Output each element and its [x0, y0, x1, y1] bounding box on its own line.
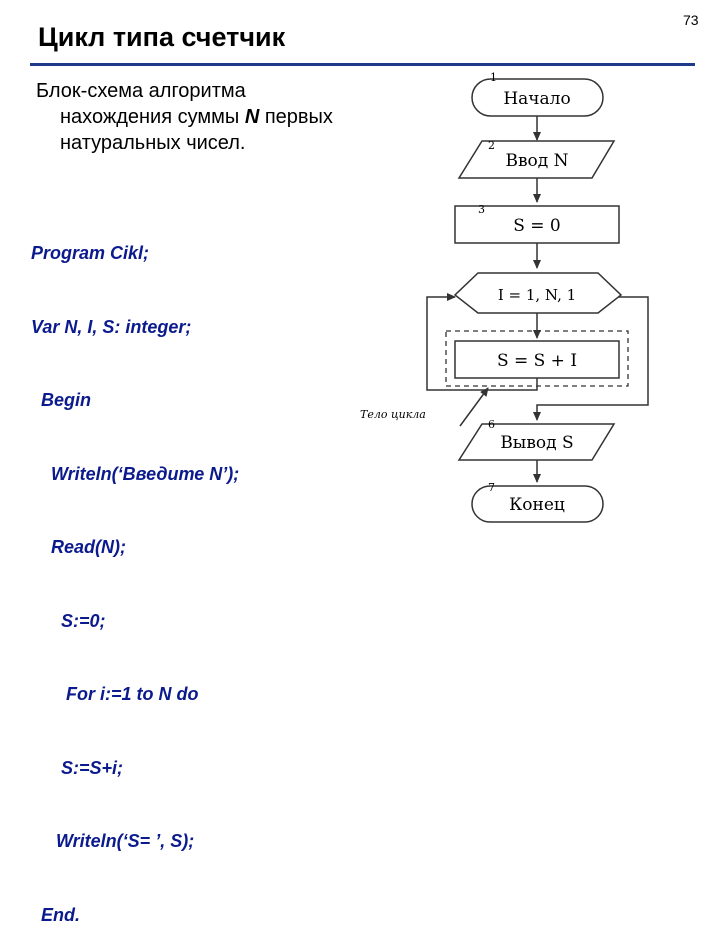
description-line-2: нахождения суммы N первых [60, 106, 333, 128]
block-number: 3 [478, 203, 485, 216]
slide-title: Цикл типа счетчик [38, 22, 286, 52]
init-sum-label: S = 0 [513, 216, 561, 236]
loop-body-label: Тело цикла [360, 408, 426, 421]
page-number: 73 [683, 12, 699, 28]
code-line: Begin [31, 390, 92, 410]
code-line: Var N, I, S: integer; [31, 316, 192, 337]
code-line: S:=S+i; [31, 757, 124, 778]
code-line: S:=0; [31, 610, 106, 631]
input-block [457, 140, 616, 179]
description-line-1: Блок-схема алгоритма [36, 80, 246, 102]
end-terminal [471, 485, 604, 523]
arrow-loop-exit-to-output [533, 296, 649, 421]
code-line: Writeln(‘Введите N’); [31, 463, 240, 484]
input-label: Ввод N [505, 151, 568, 171]
block-number: 7 [488, 481, 495, 494]
end-label: Конец [509, 495, 565, 515]
block-number: 2 [488, 139, 495, 152]
output-block [457, 423, 616, 461]
title-underline [30, 63, 695, 66]
accumulate-block [454, 340, 620, 379]
init-sum-block [454, 205, 620, 244]
loop-header-block [453, 272, 623, 314]
code-line: Writeln(‘S= ’, S); [31, 831, 195, 851]
block-number: 6 [488, 418, 495, 431]
loop-body-pointer [459, 387, 489, 427]
accumulate-label: S = S + I [497, 351, 577, 371]
description-line-3: натуральных чисел. [60, 132, 246, 154]
code-line: Program Cikl; [31, 243, 150, 263]
code-line: For i:=1 to N do [31, 684, 199, 704]
code-line: End. [31, 904, 80, 925]
start-label: Начало [503, 89, 570, 109]
start-terminal [471, 78, 604, 117]
loop-header-label: I = 1, N, 1 [498, 286, 576, 304]
output-label: Вывод S [500, 433, 573, 453]
loop-body-frame [445, 330, 629, 387]
flowchart: Начало 1 Ввод N 2 S = 0 3 I = 1, N, 1 S … [360, 71, 649, 523]
description-text: Блок-схема алгоритма нахождения суммы N … [36, 78, 416, 156]
block-number: 1 [490, 71, 497, 84]
